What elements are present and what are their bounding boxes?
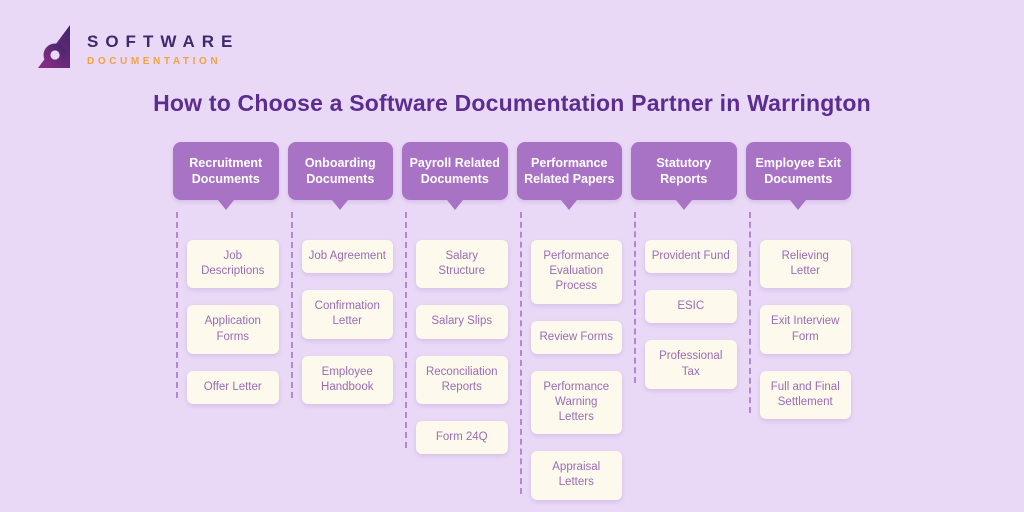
item-card: Salary Structure (416, 240, 508, 289)
item-card: Exit Interview Form (759, 305, 851, 354)
item-card: Job Descriptions (187, 240, 279, 289)
item-card: Professional Tax (645, 340, 737, 389)
column-header: Recruitment Documents (173, 142, 279, 200)
brand-logo: SOFTWARE DOCUMENTATION (34, 24, 239, 74)
item-card: Employee Handbook (301, 355, 393, 404)
item-card: Provident Fund (645, 240, 737, 274)
item-card: Job Agreement (301, 240, 393, 274)
item-card: Full and Final Settlement (759, 370, 851, 420)
item-card: Salary Slips (416, 305, 508, 339)
item-card: Performance Evaluation Process (530, 240, 622, 304)
item-card: Relieving Letter (759, 240, 851, 289)
column-header: Performance Related Papers (516, 142, 622, 200)
item-card: Review Forms (530, 320, 622, 354)
logo-d-icon (34, 24, 76, 74)
logo-text-documentation: DOCUMENTATION (87, 55, 222, 67)
item-card: Reconciliation Reports (416, 355, 508, 404)
column-header: Employee Exit Documents (745, 142, 851, 200)
item-card: Form 24Q (416, 420, 508, 455)
item-card: Appraisal Letters (530, 451, 622, 500)
logo-text-software: SOFTWARE (87, 31, 240, 51)
item-card: Offer Letter (187, 370, 279, 404)
page-title: How to Choose a Software Documentation P… (153, 90, 871, 116)
item-card: Performance Warning Letters (530, 370, 622, 435)
column-header: Payroll Related Documents (402, 142, 508, 200)
column-header: Onboarding Documents (287, 142, 393, 200)
item-card: Confirmation Letter (301, 290, 393, 339)
item-card: ESIC (645, 290, 737, 324)
column-header: Statutory Reports (631, 142, 737, 200)
item-card: Application Forms (187, 305, 279, 354)
logo-wordmark: SOFTWARE DOCUMENTATION (87, 32, 239, 67)
